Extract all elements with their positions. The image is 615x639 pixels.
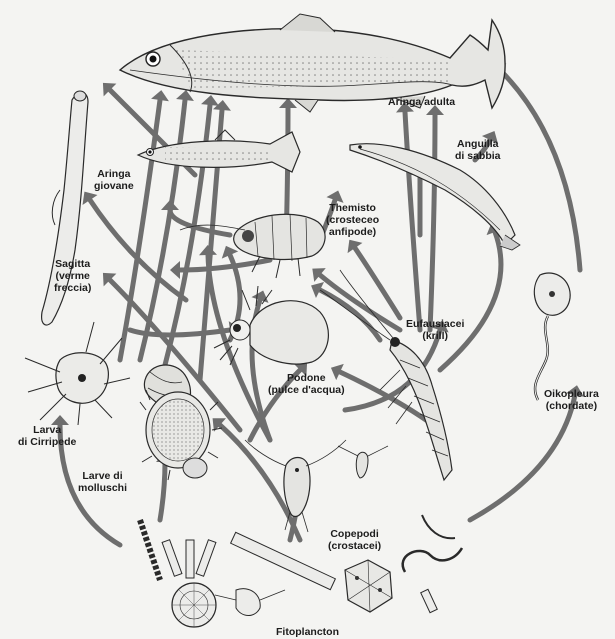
label-themisto: Themisto (crosteceo anfipode) [326, 202, 379, 238]
label-young-herring: Aringa giovane [94, 168, 134, 192]
label-themisto-line-3: anfipode) [326, 226, 379, 238]
label-sand-eel-line-1: Anguilla [455, 138, 501, 150]
label-podon-line-1: Podone [268, 372, 345, 384]
feeding-arrow [170, 210, 230, 235]
feeding-arrow [120, 100, 160, 360]
feeding-arrow-head [201, 95, 219, 106]
barnacle-larva-illustration [25, 322, 130, 425]
label-adult-herring: Aringa adulta [388, 96, 455, 108]
label-copepods: Copepodi (crostacei) [328, 528, 381, 552]
copepod-illustration [245, 440, 388, 532]
feeding-arrow [180, 260, 270, 270]
label-sand-eel: Anguilla di sabbia [455, 138, 501, 162]
label-oikopleura-line-2: (chordate) [544, 400, 599, 412]
label-sand-eel-line-2: di sabbia [455, 150, 501, 162]
label-sagitta-line-2: (verme [54, 270, 91, 282]
label-young-herring-line-2: giovane [94, 180, 134, 192]
label-barnacle-larva-line-2: di Cirripede [18, 436, 76, 448]
feeding-arrow [160, 462, 165, 520]
label-themisto-line-1: Themisto [326, 202, 379, 214]
label-podon-line-2: (pulce d'acqua) [268, 384, 345, 396]
phytoplankton-illustration [140, 515, 462, 627]
label-euphausiids: Eufausiacei (krill) [406, 318, 464, 342]
label-mollusc-larvae-line-1: Larve di [78, 470, 127, 482]
label-oikopleura: Oikopleura (chordate) [544, 388, 599, 412]
label-themisto-line-2: (crosteceo [326, 214, 379, 226]
label-mollusc-larvae: Larve di molluschi [78, 470, 127, 494]
label-barnacle-larva-line-1: Larva [18, 424, 76, 436]
label-sagitta-line-1: Sagitta [54, 258, 91, 270]
label-copepods-line-1: Copepodi [328, 528, 381, 540]
feeding-arrow-head [151, 90, 169, 101]
label-sagitta-line-3: freccia) [54, 282, 91, 294]
feeding-arrows [51, 63, 584, 545]
feeding-arrow [440, 232, 501, 370]
feeding-arrow-head [161, 200, 179, 210]
oikopleura-illustration [534, 273, 570, 400]
label-euphausiids-line-2: (krill) [406, 330, 464, 342]
label-phytoplankton-text: Fitoplancton [276, 626, 339, 638]
label-podon: Podone (pulce d'acqua) [268, 372, 345, 396]
label-oikopleura-line-1: Oikopleura [544, 388, 599, 400]
label-mollusc-larvae-line-2: molluschi [78, 482, 127, 494]
label-copepods-line-2: (crostacei) [328, 540, 381, 552]
label-sagitta: Sagitta (verme freccia) [54, 258, 91, 294]
feeding-arrow [470, 395, 575, 520]
label-phytoplankton: Fitoplancton [276, 626, 339, 638]
feeding-arrow-head [170, 261, 180, 279]
feeding-arrow-head [176, 90, 194, 101]
mollusc-larvae-illustration [140, 365, 222, 480]
label-barnacle-larva: Larva di Cirripede [18, 424, 76, 448]
label-young-herring-line-1: Aringa [94, 168, 134, 180]
label-euphausiids-line-1: Eufausiacei [406, 318, 464, 330]
young-herring-illustration [138, 130, 300, 172]
label-adult-herring-text: Aringa adulta [388, 96, 455, 108]
feeding-arrow [430, 115, 435, 330]
